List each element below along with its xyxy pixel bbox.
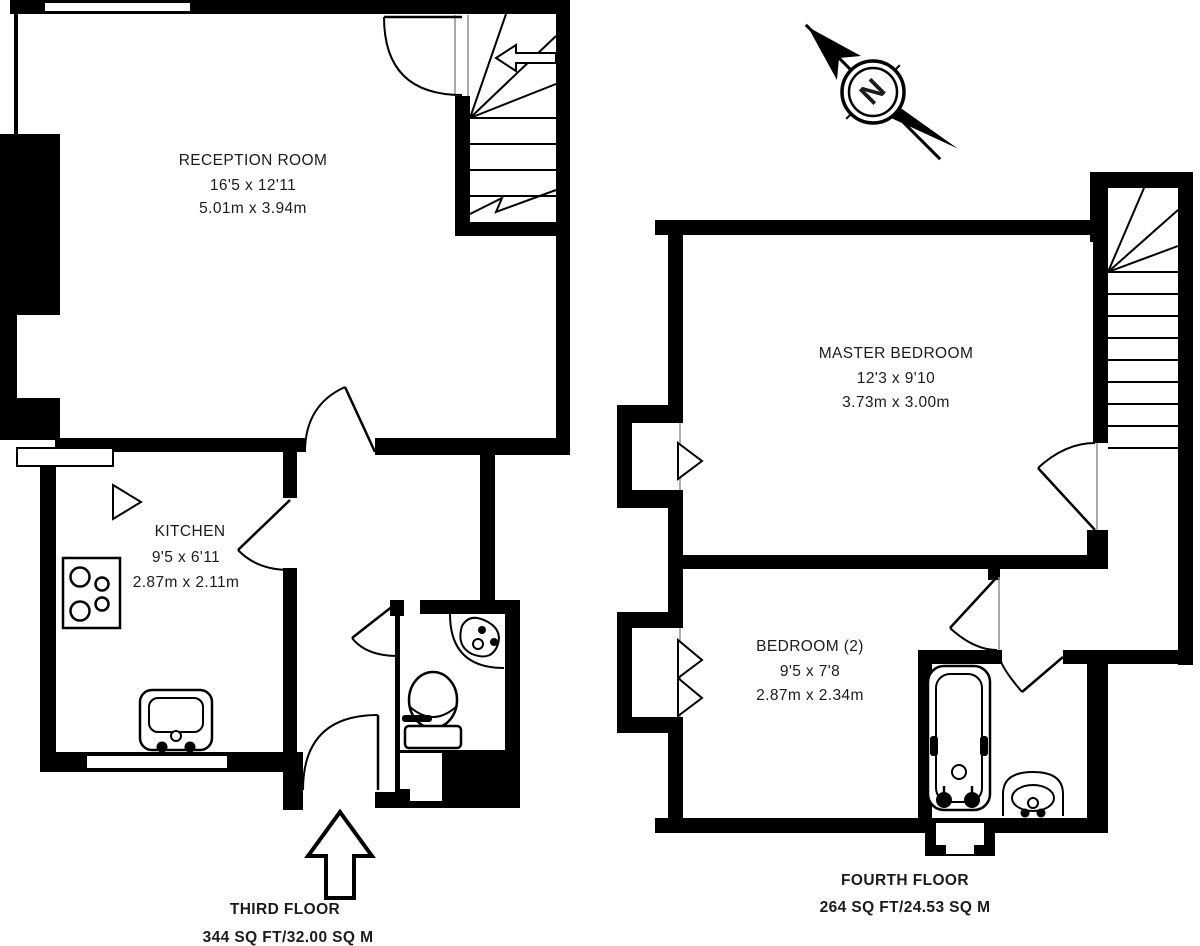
master-bedroom-imperial: 12'3 x 9'10: [857, 370, 935, 387]
kitchen-imperial: 9'5 x 6'11: [152, 549, 220, 566]
third-floor-label: THIRD FLOOR: [230, 901, 340, 918]
door-reception-hall: [304, 386, 377, 453]
hob-icon: [61, 556, 122, 630]
master-bedroom-name: MASTER BEDROOM: [819, 345, 974, 362]
kitchen-name: KITCHEN: [155, 523, 226, 540]
toilet-icon: [402, 670, 463, 750]
window: [45, 3, 190, 11]
bedroom2-imperial: 9'5 x 7'8: [780, 663, 840, 680]
third-floor-area: 344 SQ FT/32.00 SQ M: [203, 929, 374, 946]
door-reception-stairs: [383, 15, 469, 96]
north-compass-icon: N: [804, 23, 958, 161]
reception-room-name: RECEPTION ROOM: [179, 152, 328, 169]
door-kitchen: [237, 499, 291, 571]
staircase-icon: [469, 13, 557, 215]
window: [87, 756, 227, 768]
casement-window-icon: [112, 483, 143, 521]
fourth-floor-walls: [617, 172, 1193, 856]
compass-north-arrowhead: [807, 26, 861, 80]
fourth-floor-plan: MASTER BEDROOM 12'3 x 9'10 3.73m x 3.00m…: [617, 172, 1193, 916]
third-floor-plan: RECEPTION ROOM 16'5 x 12'11 5.01m x 3.94…: [0, 0, 570, 946]
stair-break-line: [469, 189, 557, 215]
window-bay-bedroom2: [677, 628, 704, 718]
third-floor-walls: [0, 0, 570, 810]
door-master-bedroom: [1037, 442, 1098, 531]
compass-tail: [889, 107, 958, 149]
bedroom2-metric: 2.87m x 2.34m: [756, 687, 864, 704]
entrance-arrow-icon: [304, 808, 376, 900]
kitchen-metric: 2.87m x 2.11m: [133, 574, 240, 591]
corner-basin-icon: [449, 613, 505, 669]
reception-room-imperial: 16'5 x 12'11: [210, 177, 296, 194]
fourth-floor-area: 264 SQ FT/24.53 SQ M: [820, 899, 991, 916]
window-bay-master: [677, 423, 704, 490]
window-bay: [16, 447, 114, 467]
casement-window-icon: [677, 637, 704, 680]
kitchen-sink-icon: [138, 688, 214, 753]
reception-room-metric: 5.01m x 3.94m: [199, 200, 307, 217]
door-entry: [302, 714, 380, 791]
stair-direction-arrow: [494, 43, 557, 73]
staircase-icon: [1107, 187, 1179, 449]
bathtub-icon: [926, 664, 992, 812]
fourth-floor-label: FOURTH FLOOR: [841, 872, 969, 889]
casement-window-icon: [677, 441, 704, 481]
bedroom2-name: BEDROOM (2): [756, 638, 864, 655]
door-bathroom: [999, 656, 1064, 693]
basin-icon: [1002, 770, 1064, 818]
casement-window-icon: [677, 675, 704, 718]
master-bedroom-metric: 3.73m x 3.00m: [842, 394, 950, 411]
door-wc: [351, 601, 399, 657]
door-bedroom2: [949, 576, 1000, 651]
